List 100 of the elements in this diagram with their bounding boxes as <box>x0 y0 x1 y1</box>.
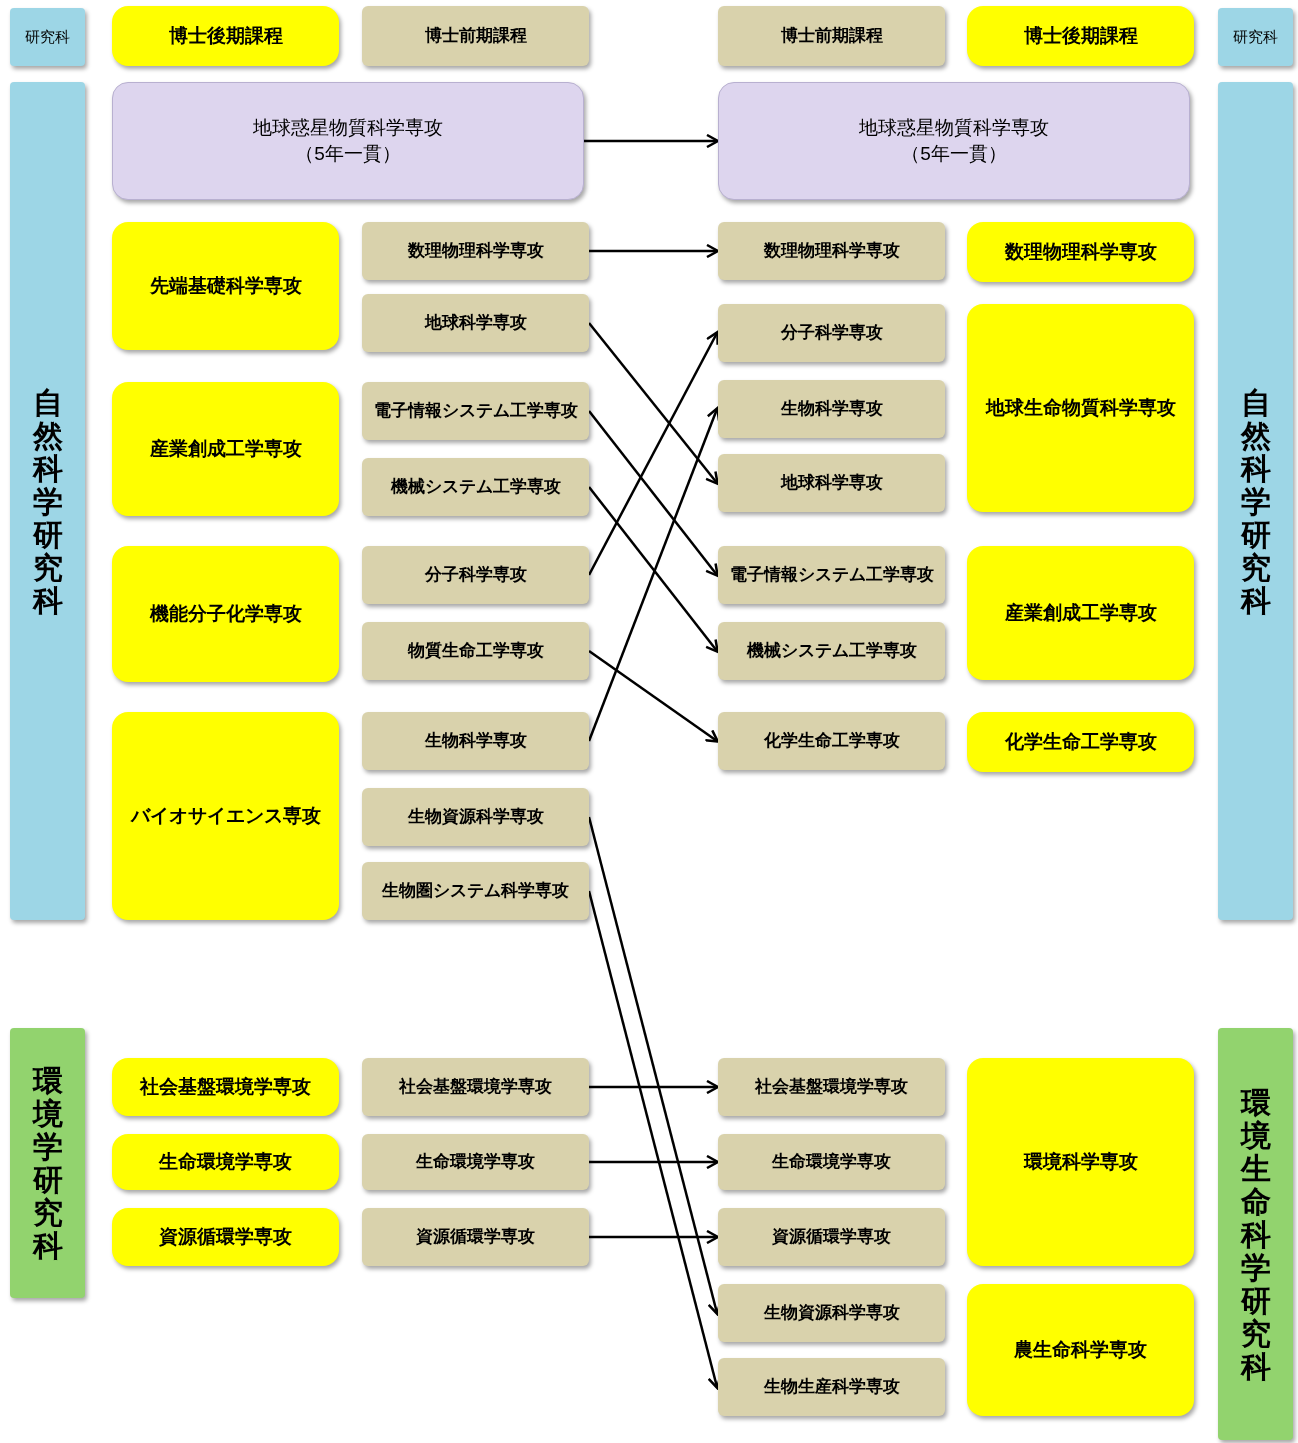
box-label: 生物資源科学専攻 <box>763 1302 900 1325</box>
box-label: 地球惑星物質科学専攻 <box>859 115 1049 140</box>
box-label: 資源循環学専攻 <box>772 1226 891 1249</box>
box-label: 生命環境学専攻 <box>772 1151 891 1174</box>
box-label: 農生命科学専攻 <box>1014 1337 1147 1362</box>
arrow <box>588 322 719 486</box>
box-label: 生物生産科学専攻 <box>763 1376 900 1399</box>
box-label: 電子情報システム工学専攻 <box>729 564 934 587</box>
course-box <box>112 222 339 350</box>
box-label: 社会基盤環境学専攻 <box>755 1076 908 1099</box>
course-box <box>718 304 945 362</box>
school-band <box>10 1028 85 1298</box>
arrow <box>588 410 719 578</box>
course-box <box>967 1058 1194 1266</box>
box-label: 電子情報システム工学専攻 <box>373 400 578 423</box>
box-label: 化学生命工学専攻 <box>1004 729 1157 754</box>
box-label: 数理物理科学専攻 <box>1004 239 1157 264</box>
arrow <box>587 330 719 576</box>
course-box <box>362 1208 589 1266</box>
course-box <box>718 712 945 770</box>
box-label: 博士前期課程 <box>424 25 527 48</box>
course-box <box>112 6 339 66</box>
course-box <box>967 6 1194 66</box>
box-label: 生命環境学専攻 <box>159 1149 292 1174</box>
course-box <box>362 458 589 516</box>
header-box <box>1218 8 1293 66</box>
course-box <box>362 1134 589 1190</box>
box-label: 資源循環学専攻 <box>159 1224 292 1249</box>
course-box <box>967 546 1194 680</box>
course-box <box>112 712 339 920</box>
box-label: 地球科学専攻 <box>780 472 883 495</box>
course-box <box>718 222 945 280</box>
box-label: （5年一貫） <box>901 142 1007 166</box>
vertical-label: 環境生命科学研究科 <box>1240 1085 1271 1383</box>
box-label: 機械システム工学専攻 <box>390 476 561 499</box>
arrow <box>589 1154 720 1170</box>
box-label: 資源循環学専攻 <box>416 1226 535 1249</box>
box-label: 博士前期課程 <box>780 25 883 48</box>
box-label: 化学生命工学専攻 <box>763 730 900 753</box>
course-box <box>967 712 1194 772</box>
box-label: 機械システム工学専攻 <box>746 640 917 663</box>
course-box <box>362 622 589 680</box>
box-label: 産業創成工学専攻 <box>1004 600 1157 625</box>
box-label: 地球生命物質科学専攻 <box>985 395 1176 420</box>
course-box <box>718 380 945 438</box>
box-label: 社会基盤環境学専攻 <box>140 1074 311 1099</box>
box-label: 地球科学専攻 <box>424 312 527 335</box>
box-label: 数理物理科学専攻 <box>763 240 900 263</box>
box-label: （5年一貫） <box>295 142 401 166</box>
arrow <box>584 133 720 149</box>
box-label: 先端基礎科学専攻 <box>149 273 302 298</box>
arrow <box>589 243 720 259</box>
box-label: 研究科 <box>1233 26 1278 47</box>
course-box <box>362 862 589 920</box>
arrow <box>589 1079 720 1095</box>
course-box <box>362 788 589 846</box>
school-band <box>1218 1028 1293 1440</box>
course-box <box>718 1284 945 1342</box>
box-label: 博士後期課程 <box>168 23 283 48</box>
course-box <box>967 222 1194 282</box>
course-box <box>718 1208 945 1266</box>
course-box <box>718 622 945 680</box>
vertical-label: 自然科学研究科 <box>1240 385 1271 617</box>
vertical-label: 環境学研究科 <box>32 1064 63 1262</box>
arrow <box>588 486 719 654</box>
course-box <box>112 82 584 200</box>
course-box <box>362 222 589 280</box>
box-label: 博士後期課程 <box>1023 23 1138 48</box>
box-label: 環境科学専攻 <box>1023 1149 1138 1174</box>
course-box <box>967 1284 1194 1416</box>
course-box <box>718 1358 945 1416</box>
box-label: 生物科学専攻 <box>780 398 883 421</box>
course-box <box>718 6 945 66</box>
school-band <box>10 82 85 920</box>
box-label: 生物資源科学専攻 <box>407 806 544 829</box>
box-label: バイオサイエンス専攻 <box>130 803 321 828</box>
course-box <box>362 382 589 440</box>
box-label: 社会基盤環境学専攻 <box>399 1076 552 1099</box>
box-label: 生物圏システム科学専攻 <box>382 880 569 903</box>
course-box <box>112 546 339 682</box>
header-box <box>10 8 85 66</box>
course-box <box>112 1208 339 1266</box>
box-label: 数理物理科学専攻 <box>407 240 544 263</box>
box-label: 生命環境学専攻 <box>416 1151 535 1174</box>
arrow <box>589 1229 720 1245</box>
course-box <box>718 82 1190 200</box>
box-label: 物質生命工学専攻 <box>407 640 544 663</box>
course-box <box>362 546 589 604</box>
course-box <box>362 1058 589 1116</box>
course-box <box>718 454 945 512</box>
box-label: 分子科学専攻 <box>780 322 883 345</box>
course-box <box>718 1058 945 1116</box>
box-label: 研究科 <box>25 26 70 47</box>
box-label: 生物科学専攻 <box>424 730 527 753</box>
course-box <box>112 382 339 516</box>
course-box <box>718 546 945 604</box>
arrow <box>588 649 720 743</box>
school-band <box>1218 82 1293 920</box>
course-box <box>362 6 589 66</box>
box-label: 機能分子化学専攻 <box>149 601 302 626</box>
